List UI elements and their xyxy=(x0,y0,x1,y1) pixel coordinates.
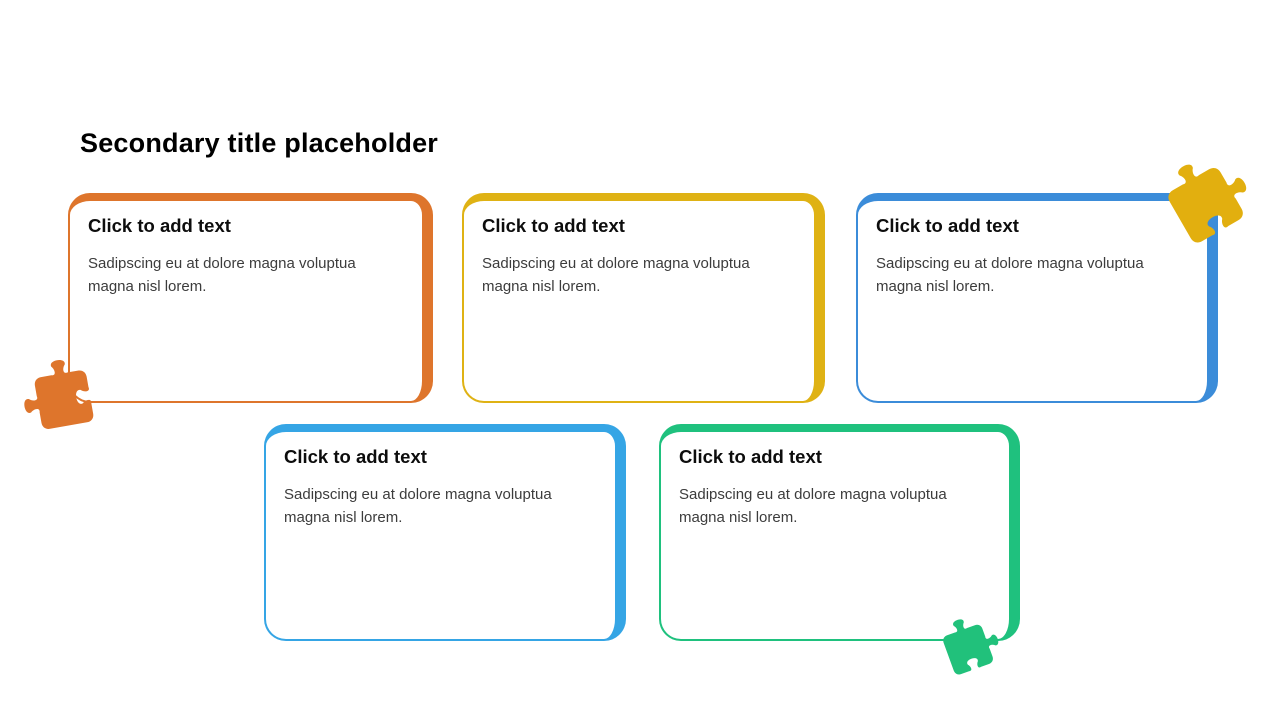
puzzle-piece-icon xyxy=(9,351,106,448)
slide-title[interactable]: Secondary title placeholder xyxy=(80,128,439,158)
card-heading: Click to add text xyxy=(876,215,1019,236)
card-heading: Click to add text xyxy=(679,446,822,467)
text-card-green[interactable]: Click to add text Sadipscing eu at dolor… xyxy=(659,424,1020,641)
text-card-lightblue[interactable]: Click to add text Sadipscing eu at dolor… xyxy=(264,424,626,641)
text-card-yellow[interactable]: Click to add text Sadipscing eu at dolor… xyxy=(462,193,825,403)
card-heading: Click to add text xyxy=(482,215,625,236)
text-card-orange[interactable]: Click to add text Sadipscing eu at dolor… xyxy=(68,193,433,403)
puzzle-piece-icon xyxy=(17,355,95,433)
card-heading: Click to add text xyxy=(88,215,231,236)
card-heading: Click to add text xyxy=(284,446,427,467)
text-card-blue[interactable]: Click to add text Sadipscing eu at dolor… xyxy=(856,193,1218,403)
card-body: Sadipscing eu at dolore magna voluptua m… xyxy=(482,255,750,296)
card-body: Sadipscing eu at dolore magna voluptua m… xyxy=(284,486,552,527)
card-body: Sadipscing eu at dolore magna voluptua m… xyxy=(88,255,356,296)
card-body: Sadipscing eu at dolore magna voluptua m… xyxy=(679,486,947,527)
card-body: Sadipscing eu at dolore magna voluptua m… xyxy=(876,255,1144,296)
